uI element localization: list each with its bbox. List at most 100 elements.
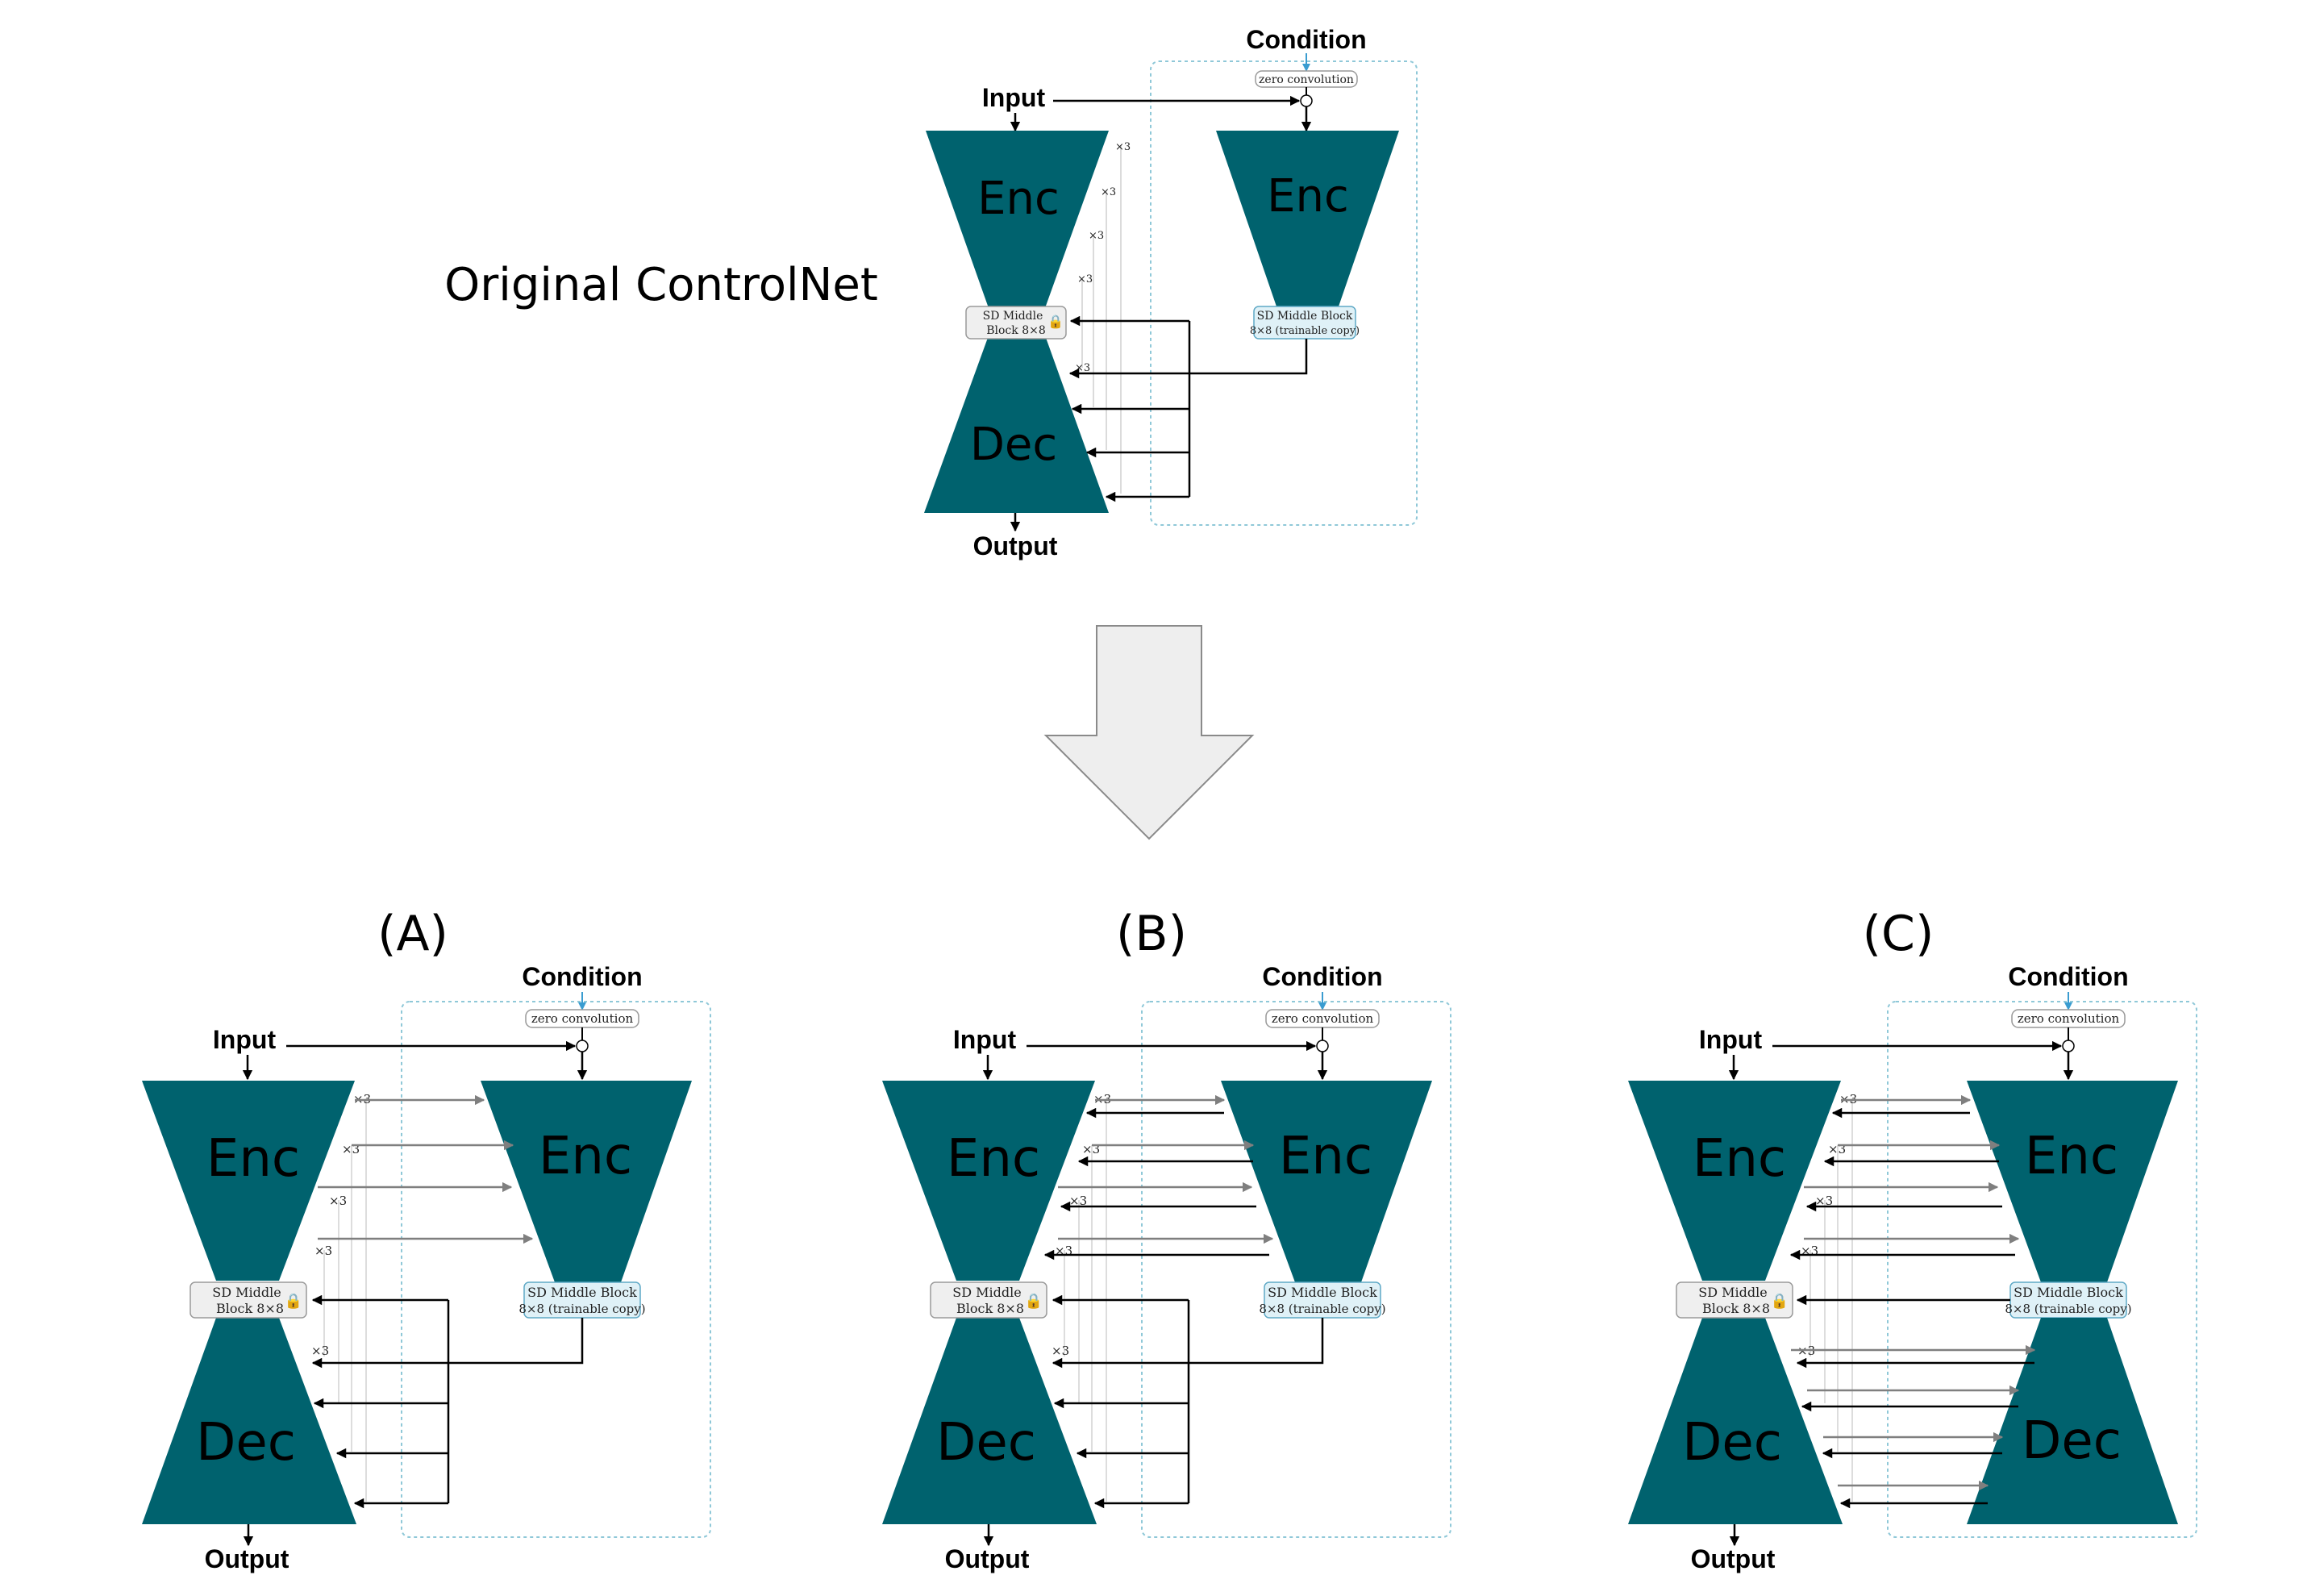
encoder-copy-block [1967, 1081, 2178, 1282]
output-label: Output [973, 531, 1058, 560]
trainable-middle-line1: SD Middle Block [1257, 310, 1353, 323]
encoder-label: Enc [206, 1129, 300, 1189]
frozen-middle-line1: SD Middle [1698, 1285, 1767, 1300]
decoder-label: Dec [1682, 1413, 1782, 1473]
sum-node [576, 1040, 589, 1052]
sum-node [1300, 94, 1313, 107]
frozen-middle-block [189, 1281, 307, 1319]
condition-label: Condition [522, 962, 642, 991]
input-label: Input [982, 83, 1046, 112]
repeat-markers: ×3 ×3 ×3 ×3 ×3 [1075, 141, 1131, 374]
frozen-middle-block [930, 1281, 1047, 1319]
trainable-region [401, 1001, 711, 1538]
variant-c-label: (C) [1863, 906, 1934, 962]
output-label: Output [205, 1544, 289, 1573]
frozen-middle-line2: Block 8×8 [216, 1301, 284, 1316]
lock-icon: 🔒 [1771, 1293, 1789, 1309]
sum-node [2062, 1040, 2075, 1052]
frozen-middle-line2: Block 8×8 [956, 1301, 1024, 1316]
trainable-middle-line2: 8×8 (trainable copy) [1250, 325, 1360, 337]
trainable-region [1887, 1001, 2197, 1538]
trainable-middle-line2: 8×8 (trainable copy) [2005, 1302, 2131, 1316]
copy-to-encoder-arrows [1789, 1107, 2015, 1261]
repeat-marker: ×3 [311, 1344, 329, 1358]
control-injections [1052, 1294, 1324, 1509]
injection-arrow [311, 1318, 584, 1369]
repeat-marker: ×3 [342, 1142, 360, 1156]
control-injections [311, 1294, 584, 1509]
trainable-middle-line1: SD Middle Block [1268, 1285, 1377, 1300]
copy-to-encoder-arrows [1043, 1107, 1269, 1261]
copy-to-decoder-arrows [1796, 1357, 2034, 1509]
lock-icon: 🔒 [1025, 1293, 1043, 1309]
decoder-label: Dec [970, 419, 1057, 471]
zero-convolution-label: zero convolution [1272, 1011, 1374, 1026]
zero-convolution-label: zero convolution [531, 1011, 634, 1026]
frozen-middle-line1: SD Middle [983, 310, 1043, 323]
decoder-block [142, 1318, 356, 1524]
repeat-marker: ×3 [1815, 1194, 1833, 1208]
zero-convolution-label: zero convolution [2018, 1011, 2120, 1026]
encoder-block [142, 1081, 355, 1281]
input-label: Input [213, 1025, 277, 1054]
trainable-region [1150, 60, 1418, 526]
svg-text:×3: ×3 [1115, 141, 1131, 153]
encoder-copy-block [1221, 1081, 1432, 1282]
input-label: Input [953, 1025, 1017, 1054]
frozen-middle-block [1676, 1281, 1793, 1319]
original-controlnet-title: Original ControlNet [444, 259, 878, 311]
frozen-middle-block [965, 306, 1067, 340]
condition-label: Condition [1246, 25, 1366, 54]
decoder-block [882, 1318, 1097, 1524]
trainable-middle-block [1253, 306, 1356, 340]
encoder-copy-block [481, 1081, 692, 1282]
input-label: Input [1699, 1025, 1763, 1054]
encoder-to-copy-arrows [318, 1094, 534, 1244]
control-injections [1068, 315, 1308, 502]
frozen-middle-line1: SD Middle [952, 1285, 1021, 1300]
svg-text:×3: ×3 [1101, 186, 1116, 198]
lock-icon: 🔒 [285, 1293, 302, 1309]
repeat-marker: ×3 [1828, 1142, 1846, 1156]
encoder-to-copy-arrows [1804, 1094, 2020, 1244]
repeat-marker: ×3 [1082, 1142, 1100, 1156]
trainable-middle-line1: SD Middle Block [527, 1285, 637, 1300]
encoder-copy-label: Enc [1267, 170, 1349, 223]
condition-label: Condition [1262, 962, 1382, 991]
decoder-block [924, 335, 1109, 513]
frozen-middle-line2: Block 8×8 [1702, 1301, 1770, 1316]
decoder-label: Dec [196, 1413, 296, 1473]
lock-icon: 🔒 [1047, 315, 1064, 329]
down-arrow-icon [1043, 625, 1255, 840]
output-label: Output [945, 1544, 1030, 1573]
encoder-label: Enc [977, 173, 1060, 225]
encoder-block [926, 131, 1109, 308]
condition-label: Condition [2008, 962, 2128, 991]
svg-text:×3: ×3 [1089, 230, 1104, 242]
repeat-marker: ×3 [1052, 1344, 1069, 1358]
decoder-to-copy-arrows [1791, 1344, 2036, 1491]
trainable-region [1141, 1001, 1451, 1538]
trainable-middle-line2: 8×8 (trainable copy) [518, 1302, 645, 1316]
repeat-marker: ×3 [1055, 1244, 1072, 1258]
decoder-block [1628, 1318, 1843, 1524]
trainable-middle-line1: SD Middle Block [2014, 1285, 2123, 1300]
variant-b-label: (B) [1116, 906, 1187, 962]
encoder-copy-block [1216, 131, 1399, 306]
zero-convolution-label: zero convolution [1259, 73, 1354, 86]
encoder-block [1628, 1081, 1841, 1281]
encoder-block [882, 1081, 1095, 1281]
encoder-copy-label: Enc [539, 1127, 632, 1186]
repeat-marker: ×3 [314, 1244, 332, 1258]
frozen-middle-line2: Block 8×8 [986, 324, 1046, 337]
repeat-marker: ×3 [1801, 1244, 1818, 1258]
encoder-label: Enc [1693, 1129, 1786, 1189]
decoder-label: Dec [936, 1413, 1036, 1473]
frozen-middle-line1: SD Middle [212, 1285, 281, 1300]
original-controlnet-diagram: Condition zero convolution Input Enc Dec… [924, 25, 1418, 560]
decoder-copy-label: Dec [2022, 1411, 2122, 1471]
